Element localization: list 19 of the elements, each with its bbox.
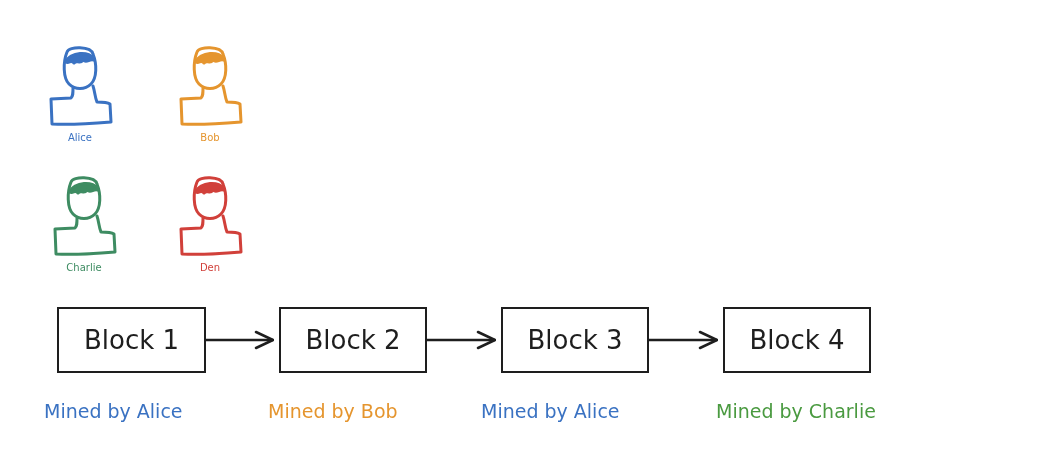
block-title: Block 1 <box>83 323 180 357</box>
block-title: Block 3 <box>527 323 623 357</box>
block-box <box>723 307 871 373</box>
arrow <box>206 330 275 350</box>
person-name: Bob <box>200 133 220 143</box>
miner-caption: Mined by Alice <box>481 402 620 421</box>
miner-caption: Mined by Charlie <box>716 402 876 421</box>
person-name: Alice <box>67 133 93 143</box>
miner-caption: Mined by Alice <box>44 402 183 421</box>
person-name: Den <box>199 263 221 273</box>
block-title: Block 2 <box>305 323 401 357</box>
block-box <box>279 307 427 373</box>
block-box <box>57 307 206 373</box>
arrow <box>649 330 719 350</box>
block-title: Block 4 <box>749 323 845 357</box>
person-name: Charlie <box>66 263 102 273</box>
block-box <box>501 307 649 373</box>
miner-caption: Mined by Bob <box>268 402 398 421</box>
arrow <box>427 330 497 350</box>
